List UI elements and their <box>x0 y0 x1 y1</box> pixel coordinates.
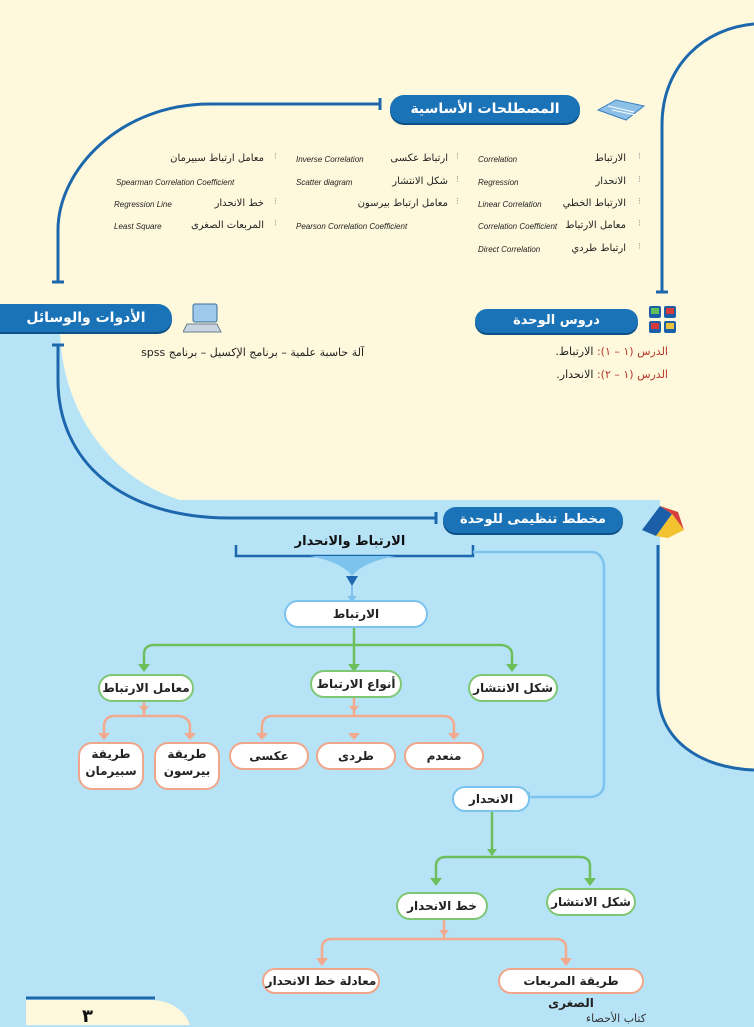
lesson-2-title: الانحدار. <box>556 368 594 381</box>
term-en-7: Scatter diagram <box>296 178 353 187</box>
term-dot: ⁝ <box>456 175 459 185</box>
term-ar-5: ارتباط طردي <box>571 243 626 254</box>
term-en-5: Direct Correlation <box>478 245 541 254</box>
cream-left-cover <box>0 0 660 500</box>
term-en-9: Spearman Correlation Coefficient <box>116 178 235 187</box>
term-dot: ⁝ <box>456 152 459 162</box>
chart-header: مخطط تنظيمى للوحدة <box>443 507 623 533</box>
lessons-header: دروس الوحدة <box>475 309 638 333</box>
term-dot: ⁝ <box>274 152 277 162</box>
chart-root: الارتباط والانحدار <box>294 534 406 549</box>
page-number: ٣ <box>82 1006 93 1027</box>
left-lower-arc <box>56 345 435 520</box>
node-reg-scatter: شكل الانتشار <box>546 888 636 916</box>
term-dot: ⁝ <box>274 219 277 229</box>
node-pearson: طريقة بيرسون <box>154 742 220 790</box>
footer-text: كتاب الأحصاء <box>586 1012 646 1025</box>
terms-icon <box>596 96 646 124</box>
right-lower-arc <box>656 545 754 772</box>
terms-header: المصطلحات الأساسية <box>390 95 580 123</box>
term-dot: ⁝ <box>638 242 641 252</box>
term-ar-6: ارتباط عكسى <box>390 153 448 164</box>
node-regression: الانحدار <box>452 786 530 812</box>
term-en-2: Regression <box>478 178 519 187</box>
node-reg-equation: معادلة خط الانحدار <box>262 968 380 994</box>
term-en-3: Linear Correlation <box>478 200 542 209</box>
term-dot: ⁝ <box>274 197 277 207</box>
laptop-icon <box>182 302 223 334</box>
term-ar-1: الارتباط <box>594 153 626 164</box>
term-dot: ⁝ <box>638 152 641 162</box>
lesson-2[interactable]: الدرس (١ – ٢): الانحدار. <box>556 368 668 381</box>
term-dot: ⁝ <box>638 175 641 185</box>
top-arc <box>56 102 380 282</box>
lesson-1-title: الارتباط. <box>555 345 594 358</box>
term-en-11: Least Square <box>114 222 162 231</box>
cream-right-strip <box>660 22 754 770</box>
term-ar-8: معامل ارتباط بيرسون <box>357 198 448 209</box>
term-ar-2: الانحدار <box>595 176 626 187</box>
term-en-4: Correlation Coefficient <box>478 222 558 231</box>
term-en-8: Pearson Correlation Coefficient <box>296 222 408 231</box>
node-reg-line: خط الانحدار <box>396 892 488 920</box>
node-least-square: طريقة المربعات الصغرى <box>498 968 644 1010</box>
chart-icon <box>638 500 688 540</box>
regression-connector <box>473 550 606 799</box>
lesson-1-num: الدرس (١ – ١): <box>596 345 668 358</box>
node-correlation: الارتباط <box>284 600 428 628</box>
node-pearson-label: طريقة بيرسون <box>163 747 211 778</box>
node-spearman-label: طريقة سبيرمان <box>85 747 137 778</box>
term-dot: ⁝ <box>638 197 641 207</box>
node-spearman: طريقة سبيرمان <box>78 742 144 790</box>
right-arc <box>660 22 754 292</box>
node-none: منعدم <box>404 742 484 770</box>
term-ar-4: معامل الارتباط <box>565 220 626 231</box>
tools-text: آلة حاسبة علمية – برنامج الإكسيل – برنام… <box>141 346 364 359</box>
term-ar-3: الارتباط الخطي <box>562 198 626 209</box>
term-dot: ⁝ <box>638 219 641 229</box>
node-coefficient: معامل الارتباط <box>98 674 194 702</box>
lesson-1[interactable]: الدرس (١ – ١): الارتباط. <box>555 345 668 358</box>
node-inverse: عكسى <box>229 742 309 770</box>
term-ar-9: معامل ارتباط سبيرمان <box>170 153 264 164</box>
term-dot: ⁝ <box>456 197 459 207</box>
root-funnel <box>310 556 395 576</box>
page-number-tab <box>26 1000 190 1025</box>
node-scatter: شكل الانتشار <box>468 674 558 702</box>
node-types: أنواع الارتباط <box>310 670 402 698</box>
term-en-1: Correlation <box>478 155 518 164</box>
term-en-6: Inverse Correlation <box>296 155 364 164</box>
term-ar-10: خط الانحدار <box>214 198 264 209</box>
tools-header: الأدوات والوسائل <box>0 304 172 332</box>
lesson-2-num: الدرس (١ – ٢): <box>596 368 668 381</box>
term-ar-11: المربعات الصغرى <box>190 220 264 231</box>
term-ar-7: شكل الانتشار <box>392 176 448 187</box>
node-direct: طردى <box>316 742 396 770</box>
term-en-10: Regression Line <box>114 200 172 209</box>
lessons-icon <box>646 303 680 337</box>
